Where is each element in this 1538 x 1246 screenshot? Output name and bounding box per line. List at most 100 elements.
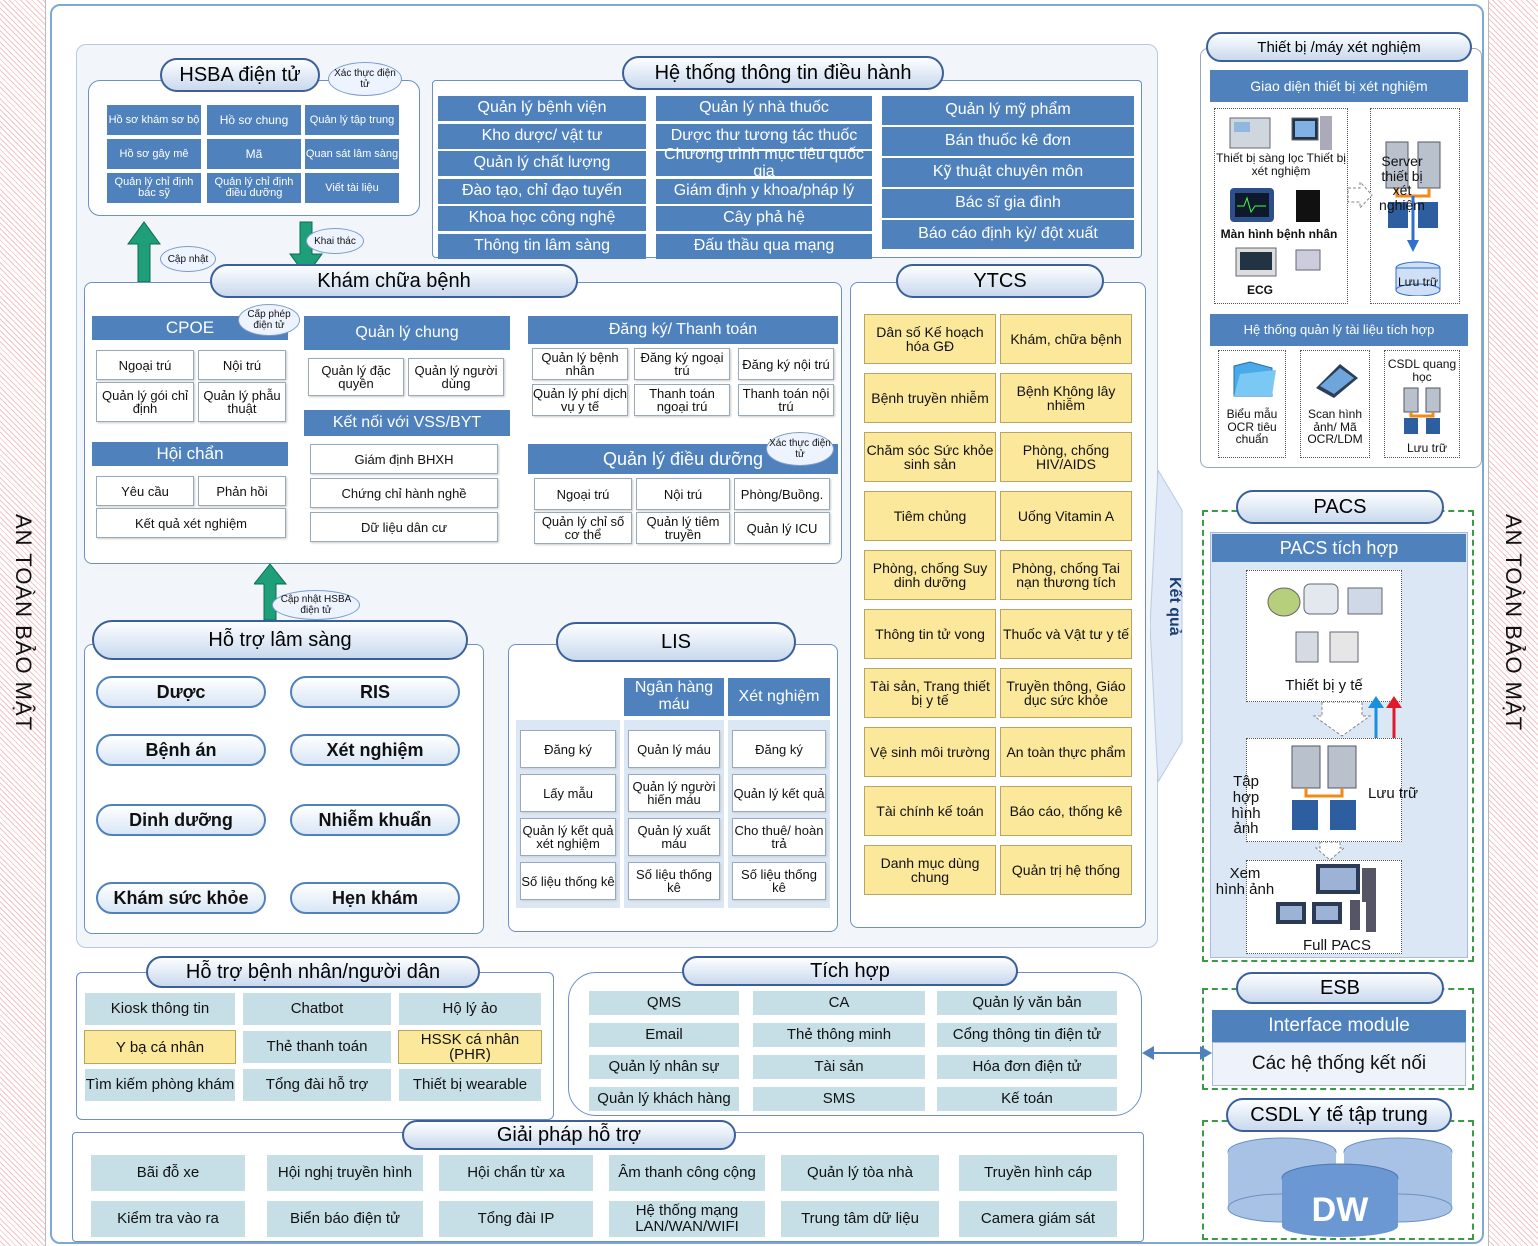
pacs-tap-label: Tập hợp hình ảnh (1231, 773, 1261, 838)
workstations-icon (1276, 864, 1376, 932)
medical-devices-icon (1267, 583, 1383, 663)
hsba-item: Hồ sơ chung (206, 104, 302, 136)
tichhop-item: Quản lý nhân sự (588, 1054, 740, 1080)
htttdh-col2-item: Đấu thầu qua mạng (656, 233, 872, 259)
ytcs-item: Báo cáo, thống kê (1000, 786, 1132, 836)
ytcs-item: Danh mục dùng chung (864, 845, 996, 895)
qlchung-item: Quản lý đặc quyền (308, 358, 404, 396)
hsba-item: Quản lý tập trung (304, 104, 400, 136)
tichhop-item: Thẻ thông minh (752, 1022, 926, 1048)
tbxn-iface: Giao diện thiết bị xét nghiệm (1210, 70, 1468, 102)
ytcs-item: Tiêm chủng (864, 491, 996, 541)
qlchung-item: Quản lý người dùng (408, 358, 504, 396)
tichhop-item: CA (752, 990, 926, 1016)
esb-link-arrow (1142, 1046, 1212, 1060)
lis-item: Số liệu thống kê (628, 862, 720, 900)
kcb-update-cloud: Cập nhật HSBA điện tử (272, 590, 360, 620)
cpoe-item: Quản lý phẫu thuật (198, 382, 286, 422)
vss-item: Chứng chỉ hành nghề (310, 478, 498, 508)
hobn-item: Tổng đài hỗ trợ (242, 1068, 392, 1102)
hobn-item: Kiosk thông tin (84, 992, 236, 1026)
tichhop-item: SMS (752, 1086, 926, 1112)
ytcs-item: Vệ sinh môi trường (864, 727, 996, 777)
pacs-full-label: Full PACS (1302, 937, 1372, 954)
cpoe-item: Ngoại trú (96, 350, 194, 380)
scanner-icon (1316, 364, 1358, 398)
csdl-title: CSDL Y tế tập trung (1226, 1098, 1452, 1132)
scan-box (1300, 350, 1370, 458)
lis-h3: Xét nghiệm (728, 678, 830, 716)
server-icon (1385, 141, 1441, 252)
lis-item: Quản lý kết quả xét nghiệm (520, 818, 616, 856)
htls-item: RIS (290, 676, 460, 708)
lis-h2: Ngân hàng máu (624, 678, 724, 716)
htttdh-col2-item: Dược thư tương tác thuốc (656, 123, 872, 149)
kcb-title: Khám chữa bệnh (210, 264, 578, 298)
qldd-title: Quản lý điều dưỡng (528, 444, 838, 474)
lis-item: Quản lý máu (628, 730, 720, 768)
dk-item: Quản lý phí dịch vụ y tế (532, 384, 628, 416)
cpoe-cloud: Cấp phép điện tử (238, 304, 300, 336)
ytcs-item: Khám, chữa bệnh (1000, 314, 1132, 364)
htttdh-col2-item: Giám định y khoa/pháp lý (656, 178, 872, 204)
htls-item: Khám sức khỏe (96, 882, 266, 914)
dk-item: Thanh toán ngoại trú (634, 384, 730, 416)
csdl-box (1384, 350, 1460, 458)
qldd-item: Nội trú (636, 478, 730, 510)
tbxn-title: Thiết bị /máy xét nghiệm (1206, 32, 1472, 62)
vss-item: Dữ liệu dân cư (310, 512, 498, 542)
csdl-label: CSDL quang học (1387, 357, 1457, 384)
lis-title: LIS (556, 622, 796, 662)
tichhop-item: Hóa đơn điện tử (936, 1054, 1118, 1080)
tbxn-dev1: Thiết bị sàng lọc Thiết bị xét nghiệm (1216, 151, 1346, 178)
ytcs-item: Dân số Kế hoạch hóa GĐ (864, 314, 996, 364)
ytcs-item: Bệnh truyền nhiễm (864, 373, 996, 423)
gphotro-item: Hệ thống mạng LAN/WAN/WIFI (608, 1200, 766, 1238)
storage-icon (1395, 261, 1441, 296)
dw-label: DW (1311, 1190, 1369, 1229)
htttdh-col1-item: Quản lý chất lượng (438, 151, 646, 176)
pacs-xem-label: Xem hình ảnh (1215, 865, 1275, 898)
hsba-item: Mã (206, 138, 302, 170)
htttdh-col3-item: Bán thuốc kê đơn (882, 127, 1134, 156)
htls-item: Hẹn khám (290, 882, 460, 914)
pacs-title: PACS (1236, 490, 1444, 524)
storage2-label: Lưu trữ (1406, 441, 1448, 455)
hoichan-item: Phản hồi (198, 476, 286, 506)
hobn-item: Tìm kiếm phòng khám (84, 1068, 236, 1102)
lis-item: Số liệu thống kê (732, 862, 826, 900)
gphotro-item: Quản lý tòa nhà (780, 1154, 940, 1192)
tbxn-storage: Lưu trữ (1397, 275, 1439, 289)
lis-item: Quản lý người hiến máu (628, 774, 720, 812)
htttdh-col2-item: Quản lý nhà thuốc (656, 96, 872, 121)
dk-item: Đăng ký ngoại trú (634, 348, 730, 380)
ytcs-item: Thông tin tử vong (864, 609, 996, 659)
esb-sys: Các hệ thống kết nối (1212, 1042, 1466, 1086)
htttdh-col3-item: Bác sĩ gia đình (882, 189, 1134, 218)
hsba-item: Quan sát lâm sàng (304, 138, 400, 170)
htttdh-col1-item: Đào tạo, chỉ đạo tuyến (438, 178, 646, 204)
lis-item: Số liệu thống kê (520, 862, 616, 900)
lis-item: Lấy mẫu (520, 774, 616, 812)
tbxn-server: Server thiết bị xét nghiệm (1379, 153, 1425, 214)
qldd-item: Phòng/Buồng. (734, 478, 830, 510)
ytcs-item: Thuốc và Vật tư y tế (1000, 609, 1132, 659)
lis-item: Cho thuê/ hoàn trả (732, 818, 826, 856)
htttdh-col3-item: Báo cáo định kỳ/ đột xuất (882, 220, 1134, 249)
result-arrow (1150, 470, 1183, 782)
hobn-title: Hỗ trợ bệnh nhân/người dân (146, 956, 480, 988)
htttdh-col1-item: Khoa học công nghệ (438, 206, 646, 231)
hsba-title: HSBA điện tử (160, 58, 320, 92)
tichhop-item: Quản lý văn bản (936, 990, 1118, 1016)
ytcs-item: Phòng, chống Tai nạn thương tích (1000, 550, 1132, 600)
hobn-item: Chatbot (242, 992, 392, 1026)
vss-title: Kết nối với VSS/BYT (304, 410, 510, 436)
lis-item: Quản lý kết quả (732, 774, 826, 812)
gphotro-item: Bãi đỗ xe (90, 1154, 246, 1192)
dk-item: Quản lý bệnh nhân (532, 348, 628, 380)
vss-item: Giám định BHXH (310, 444, 498, 474)
ytcs-item: Quản trị hệ thống (1000, 845, 1132, 895)
lis-item: Đăng ký (520, 730, 616, 768)
ytcs-title: YTCS (896, 264, 1104, 298)
tichhop-item: Quản lý khách hàng (588, 1086, 740, 1112)
